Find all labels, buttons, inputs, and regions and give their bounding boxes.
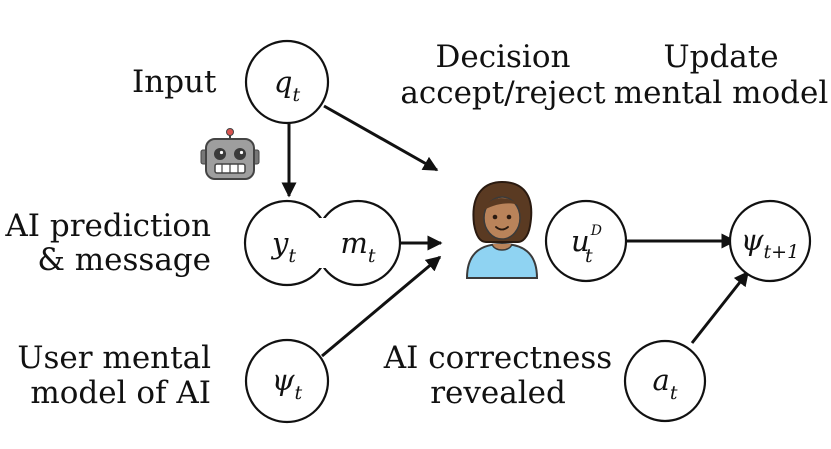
edges [281,104,750,358]
label-update-line2: mental model [614,75,829,111]
node-q: qt [244,39,330,125]
svg-text:at: at [653,363,678,404]
node-m: mt [340,226,376,267]
label-user-mental-line2: model of AI [30,375,211,411]
node-a: at [623,339,707,423]
node-psi: ψt [244,338,330,424]
edge-a-to-psi-next [690,270,750,344]
label-ai-prediction-line2: & message [37,242,211,278]
label-decision-line2: accept/reject [400,75,606,111]
label-input: Input [132,64,217,100]
robot-icon [200,128,260,180]
edge-psi-to-decision [321,255,442,358]
edge-q-to-decision [323,104,439,172]
label-ai-prediction-line1: AI prediction [4,208,211,244]
svg-text:ψt: ψt [272,363,303,404]
person-icon [465,180,539,279]
svg-text:ψt+1: ψt+1 [741,223,799,263]
label-ai-correctness-line1: AI correctness [383,340,612,376]
svg-text:t: t [585,245,593,267]
node-y-m-pair: yt mt [243,199,402,287]
svg-text:qt: qt [274,65,301,106]
node-u: uD t [544,199,628,283]
svg-text:uD: uD [571,223,602,258]
label-decision-line1: Decision [436,39,571,75]
label-ai-correctness-line2: revealed [430,375,566,411]
node-y: yt [270,226,296,267]
label-user-mental-line1: User mental [17,340,211,376]
label-update-line1: Update [663,39,778,75]
node-psi-next: ψt+1 [728,199,812,283]
